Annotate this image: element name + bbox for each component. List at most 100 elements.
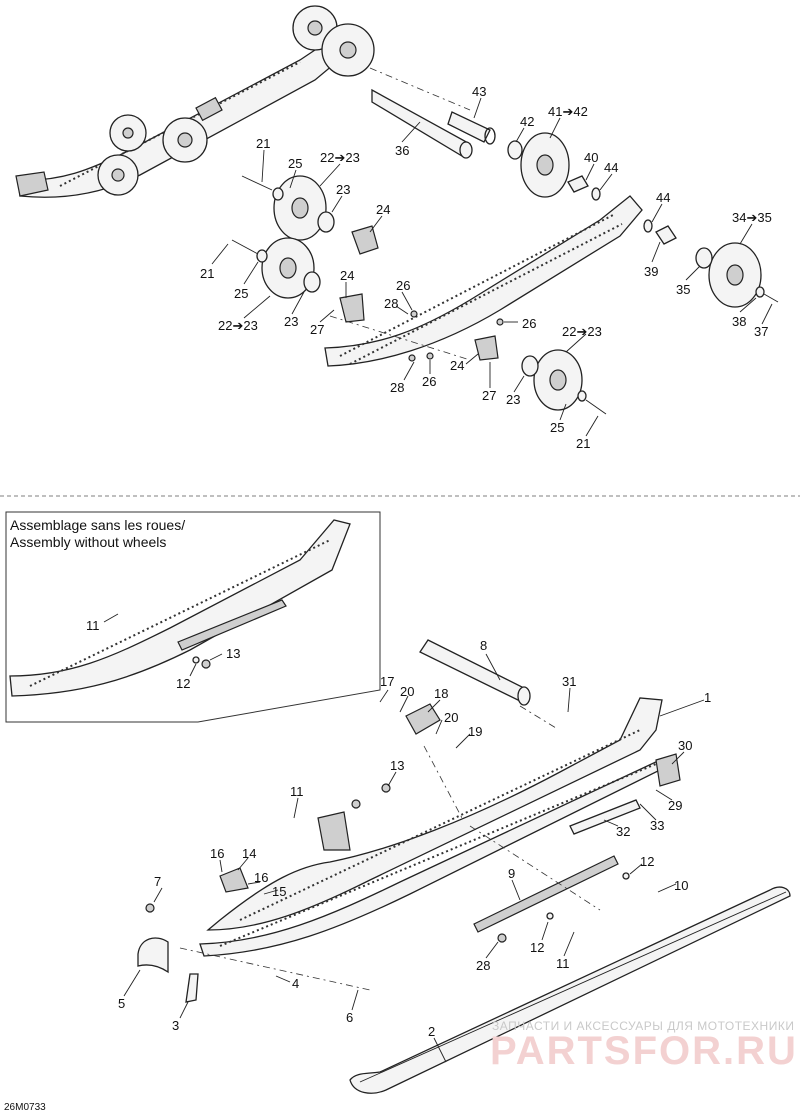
callout-11: 11: [290, 784, 304, 799]
callout-41-42: 41➔42: [548, 104, 588, 119]
electronic-module: [405, 703, 441, 735]
callout-29: 29: [668, 798, 682, 813]
wear-strip: [473, 855, 619, 933]
washer: [643, 219, 653, 233]
bearing: [317, 211, 335, 233]
callout-22-23: 22➔23: [218, 318, 258, 333]
bolt: [585, 399, 607, 415]
callout-32: 32: [616, 824, 630, 839]
axle-bracket: [339, 293, 365, 323]
bolt: [241, 175, 273, 191]
nut: [410, 310, 418, 318]
callout-1: 1: [704, 690, 711, 705]
callout-35: 35: [676, 282, 690, 297]
callout-23: 23: [506, 392, 520, 407]
callout-28: 28: [390, 380, 404, 395]
axle-bracket: [474, 335, 499, 361]
wheel: [109, 114, 147, 152]
callout-25: 25: [288, 156, 302, 171]
cross-bolt: [569, 799, 641, 835]
callout-24: 24: [340, 268, 354, 283]
wear-slide-strip: [349, 886, 791, 1094]
callout-43: 43: [472, 84, 486, 99]
callout-6: 6: [346, 1010, 353, 1025]
callout-20: 20: [444, 710, 458, 725]
callout-16: 16: [254, 870, 268, 885]
wheel: [533, 349, 583, 411]
callout-12: 12: [176, 676, 190, 691]
spacer: [655, 225, 677, 245]
callout-44: 44: [604, 160, 618, 175]
exploded-rail: [324, 195, 643, 367]
wheel: [162, 117, 208, 163]
spacer: [567, 175, 589, 193]
wheel: [273, 175, 327, 241]
wheel: [97, 154, 139, 196]
callout-8: 8: [480, 638, 487, 653]
leader-lines: [103, 97, 773, 1063]
wheel: [520, 132, 570, 198]
callout-22-23: 22➔23: [320, 150, 360, 165]
callout-11: 11: [86, 618, 100, 633]
inset-box: [5, 511, 381, 723]
callout-3: 3: [172, 1018, 179, 1033]
callout-40: 40: [584, 150, 598, 165]
callout-37: 37: [754, 324, 768, 339]
callout-36: 36: [395, 143, 409, 158]
bearing: [303, 271, 321, 293]
callout-31: 31: [562, 674, 576, 689]
wheel: [261, 237, 315, 299]
inset-callout-labels: 11 13 12: [86, 618, 240, 691]
callout-34-35: 34➔35: [732, 210, 772, 225]
watermark-caption: ЗАПЧАСТИ И АКСЕССУАРЫ ДЛЯ МОТОТЕХНИКИ: [492, 1019, 794, 1033]
callout-22-23: 22➔23: [562, 324, 602, 339]
tip-cap: [137, 937, 169, 974]
bearing: [507, 140, 523, 160]
callout-21: 21: [200, 266, 214, 281]
callout-27: 27: [310, 322, 324, 337]
bolt: [231, 239, 259, 255]
inset-title-fr: Assemblage sans les roues/: [10, 517, 185, 533]
callout-19: 19: [468, 724, 482, 739]
callout-16: 16: [210, 846, 224, 861]
callout-42: 42: [520, 114, 534, 129]
nut: [426, 352, 434, 360]
callout-20: 20: [400, 684, 414, 699]
callout-38: 38: [732, 314, 746, 329]
end-block: [655, 753, 681, 787]
pin: [185, 973, 199, 1003]
inset-title-en: Assembly without wheels: [10, 534, 166, 550]
callout-26: 26: [422, 374, 436, 389]
washer: [622, 872, 630, 880]
callout-24: 24: [450, 358, 464, 373]
nut: [408, 354, 416, 362]
callout-14: 14: [242, 846, 256, 861]
nut: [496, 318, 504, 326]
callout-30: 30: [678, 738, 692, 753]
bottom-callout-labels: 8 17 20 18 20 19 31 1 30 13 11 29 33 32 …: [118, 638, 711, 1039]
callout-26: 26: [522, 316, 536, 331]
callout-44: 44: [656, 190, 670, 205]
wheel: [708, 242, 762, 308]
nut: [145, 903, 155, 913]
washer: [755, 286, 765, 298]
main-slide-rail: [199, 697, 665, 957]
callout-21: 21: [256, 136, 270, 151]
callout-labels: 43 42 41➔42 36 21 25 22➔23 40 44 23 24 4…: [200, 84, 772, 451]
callout-27: 27: [482, 388, 496, 403]
washer: [272, 187, 284, 201]
washer: [577, 390, 587, 402]
nut: [351, 799, 361, 809]
callout-21: 21: [576, 436, 590, 451]
callout-12: 12: [530, 940, 544, 955]
washer: [591, 187, 601, 201]
callout-2: 2: [428, 1024, 435, 1039]
rail-assembly-with-wheels: [15, 5, 471, 198]
callout-12: 12: [640, 854, 654, 869]
drawing-code: 26M0733: [4, 1102, 46, 1113]
washer: [256, 249, 268, 263]
callout-13: 13: [390, 758, 404, 773]
bearing: [695, 247, 713, 269]
callout-25: 25: [550, 420, 564, 435]
